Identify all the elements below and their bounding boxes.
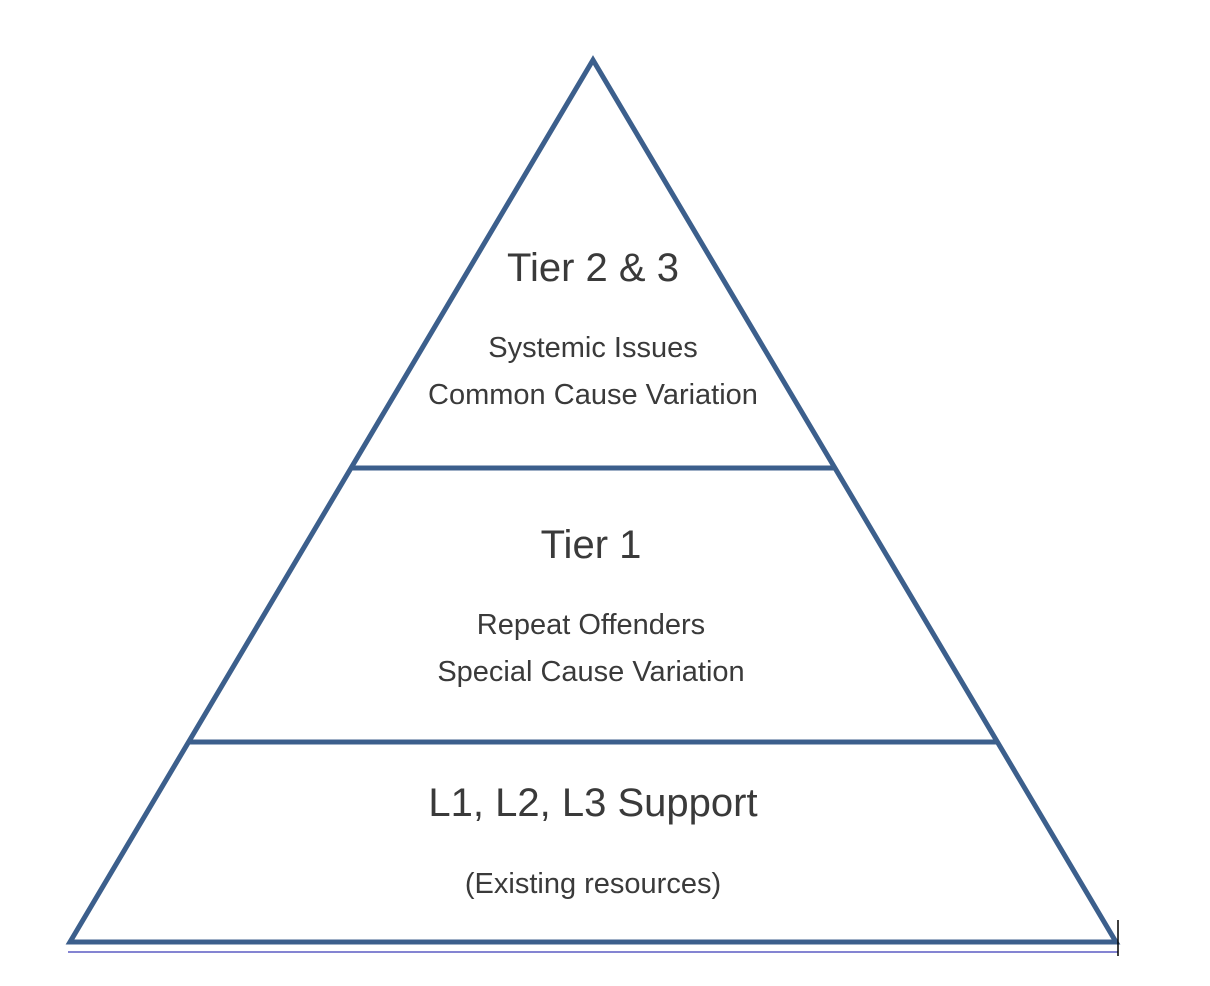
tier-top-title: Tier 2 & 3 [507, 246, 679, 290]
tier-middle-title: Tier 1 [541, 523, 642, 567]
tier-top-line-1: Systemic Issues [488, 332, 698, 364]
tier-middle-line-1: Repeat Offenders [477, 609, 705, 641]
tier-top-line-2: Common Cause Variation [428, 379, 758, 411]
tier-bottom-title: L1, L2, L3 Support [428, 781, 757, 825]
pyramid-outline [65, 55, 1121, 945]
tier-bottom-line-1: (Existing resources) [465, 868, 721, 900]
tier-middle-line-2: Special Cause Variation [437, 656, 744, 688]
